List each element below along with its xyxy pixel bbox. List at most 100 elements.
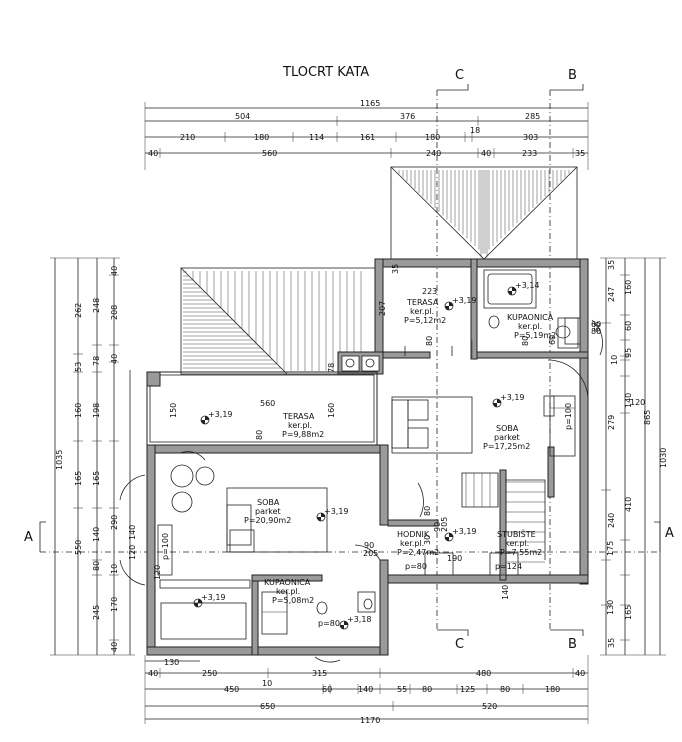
level-marker-value: +3,19 — [452, 527, 477, 536]
level-marker-value: +3,18 — [347, 615, 372, 624]
dim-top: 18 — [470, 126, 480, 135]
room-area: P=2,47m2 — [397, 548, 439, 557]
dim-top: 233 — [522, 149, 537, 158]
dim-top-total: 1165 — [360, 99, 380, 108]
level-marker-fill — [508, 287, 516, 295]
room-floor: ker.pl. — [288, 421, 312, 430]
dim-right: 60 — [624, 321, 633, 331]
dim-bottom: 315 — [312, 669, 327, 678]
dim-bottom: 480 — [476, 669, 491, 678]
room-floor: parket — [494, 433, 520, 442]
dim-bottom: 55 — [397, 685, 407, 694]
room-area: P=7,55m2 — [500, 548, 542, 557]
opening-label: p=80 — [405, 562, 427, 571]
interior-dim: 140 — [501, 585, 510, 600]
dim-right: 240 — [607, 513, 616, 528]
level-marker-fill — [445, 533, 453, 541]
dim-left: 290 — [110, 515, 119, 530]
room-name: TERASA — [282, 412, 315, 421]
dim-bottom: 125 — [460, 685, 475, 694]
dim-top: 210 — [180, 133, 195, 142]
dim-left: 208 — [110, 305, 119, 320]
interior-dim: 90 — [433, 522, 442, 532]
dim-top: 285 — [525, 112, 540, 121]
dim-top: 560 — [262, 149, 277, 158]
dim-left-total: 1035 — [55, 450, 64, 470]
section-line-c: C C — [436, 68, 469, 652]
dimension-chains-left: 1035 262 53 160 165 550 248 78 198 165 1… — [50, 257, 137, 656]
interior-dim: 205 — [363, 549, 378, 558]
room-floor: ker.pl. — [400, 539, 424, 548]
interior-dim: 90 — [364, 541, 374, 550]
dim-bottom: 60 — [322, 685, 332, 694]
dim-right: 175 — [606, 541, 615, 556]
dim-top: 180 — [425, 133, 440, 142]
opening-label: p=100 — [564, 403, 573, 430]
dim-left: 160 — [74, 403, 83, 418]
opening-labels: p=80 p=80 p=124 p=100 p=100 — [161, 403, 573, 628]
interior-dim: 150 — [169, 403, 178, 418]
room-floor: parket — [255, 507, 281, 516]
dim-left: 262 — [74, 303, 83, 318]
section-label-c-bottom: C — [455, 637, 464, 652]
dim-bottom: 140 — [358, 685, 373, 694]
dim-top: 240 — [426, 149, 441, 158]
dim-bottom: 40 — [148, 669, 158, 678]
interior-dim: 78 — [327, 363, 336, 373]
dim-left: 80 — [92, 561, 101, 571]
room-name: HODNIK — [397, 530, 430, 539]
dim-bottom: 650 — [260, 702, 275, 711]
room-name: KUPAONICA — [264, 578, 311, 587]
section-label-b-bottom: B — [568, 637, 577, 652]
dim-left: 40 — [110, 354, 119, 364]
room-soba-lower: SOBA parket P=20,90m2 — [244, 498, 291, 525]
interior-dim: 30 — [423, 535, 432, 545]
room-area: P=5,19m2 — [514, 331, 556, 340]
interior-dim: 560 — [260, 399, 275, 408]
section-line-a: A A — [24, 521, 674, 553]
dim-left: 140 — [92, 527, 101, 542]
room-area: P=5,08m2 — [272, 596, 314, 605]
room-terasa-upper: TERASA ker.pl. P=5,12m2 — [404, 298, 446, 325]
dim-left: 10 — [110, 564, 119, 574]
dim-right: 60 — [593, 322, 602, 332]
interior-dim: 35 — [391, 264, 400, 274]
interior-dim: 80 — [591, 327, 601, 336]
room-stubiste: STUBIŠTE ker.pl. P=7,55m2 — [497, 528, 542, 557]
interior-dim: 60 — [591, 320, 601, 329]
section-label-c-top: C — [455, 68, 464, 83]
dim-right: 35 — [607, 260, 616, 270]
dim-left: 120 — [128, 545, 137, 560]
dim-right: 165 — [624, 605, 633, 620]
interior-dim: 190 — [447, 554, 462, 563]
section-label-a-left: A — [24, 530, 33, 545]
room-terasa-lower: TERASA ker.pl. P=9,88m2 — [282, 412, 324, 439]
dim-right: 10 — [610, 355, 619, 365]
interior-dim: 60 — [548, 335, 557, 345]
dim-left: 78 — [92, 356, 101, 366]
section-label-a-right: A — [665, 526, 674, 541]
dim-right-total: 865 — [643, 410, 652, 425]
dim-top: 180 — [254, 133, 269, 142]
interior-dim: 80 — [423, 506, 432, 516]
dim-right-total: 1030 — [659, 448, 668, 468]
dimension-chains-top: 1165 504 376 285 210 180 114 161 180 18 … — [144, 99, 589, 170]
room-floor: ker.pl. — [276, 587, 300, 596]
level-marker-value: +3,19 — [201, 593, 226, 602]
dim-bottom: 180 — [545, 685, 560, 694]
interior-dim: 80 — [521, 336, 530, 346]
level-marker-fill — [194, 599, 202, 607]
dim-top: 35 — [575, 149, 585, 158]
dim-right: 247 — [607, 287, 616, 302]
dim-right: 95 — [624, 348, 633, 358]
opening-label: p=80 — [318, 619, 340, 628]
section-label-b-top: B — [568, 68, 577, 83]
dim-left: 165 — [92, 471, 101, 486]
interior-dim: 223 — [422, 287, 437, 296]
room-area: P=9,88m2 — [282, 430, 324, 439]
room-name: STUBIŠTE — [497, 528, 536, 539]
dim-bottom: 450 — [224, 685, 239, 694]
dim-bottom: 10 — [262, 679, 272, 688]
level-marker-fill — [445, 302, 453, 310]
